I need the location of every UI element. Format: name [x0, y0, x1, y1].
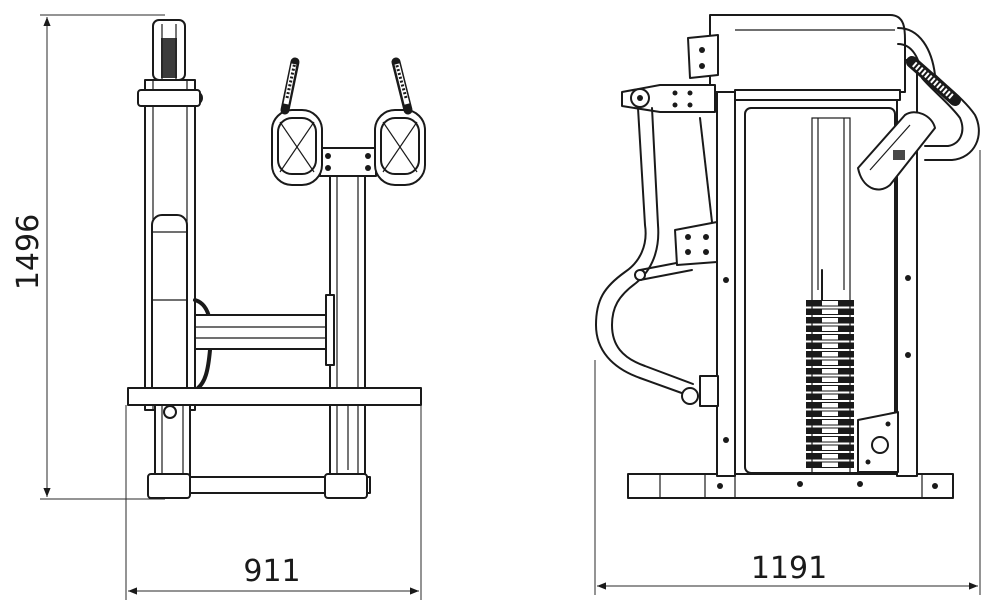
weight-plate-slot: [822, 301, 838, 306]
mid-bracket: [674, 221, 718, 266]
top-bracket: [687, 34, 719, 79]
handle-right: [391, 57, 413, 115]
top-shroud: [709, 14, 906, 93]
angled-pad: [857, 111, 936, 191]
weight-plate-slot: [822, 437, 838, 442]
pivot-assembly: [621, 84, 716, 113]
weight-plate-slot: [822, 420, 838, 425]
weight-plate-slot: [822, 394, 838, 399]
base-foot-left: [147, 473, 191, 499]
weight-plate-slot: [822, 411, 838, 416]
foot-platform: [127, 387, 422, 406]
weight-plate-slot: [822, 445, 838, 450]
front-width-dimension: 911: [125, 405, 422, 600]
handle-left: [280, 57, 300, 115]
front-view: [127, 19, 426, 499]
weight-plate-slot: [822, 326, 838, 331]
side-base: [627, 473, 954, 499]
weight-plate-slot: [822, 369, 838, 374]
cross-tube: [194, 314, 331, 350]
front-upright: [716, 27, 736, 477]
weight-plate-slot: [822, 462, 838, 467]
weight-plate-slot: [822, 360, 838, 365]
weight-plates: [806, 300, 854, 468]
rear-grip: [906, 56, 961, 106]
back-pad: [151, 214, 188, 406]
height-dimension: 1496: [11, 14, 165, 500]
shoulder-pad-right: [374, 109, 426, 186]
spring-coil: [161, 38, 177, 78]
weight-plate-slot: [822, 335, 838, 340]
weight-plate-slot: [822, 428, 838, 433]
height-dimension-label: 1496: [11, 214, 46, 290]
weight-plate-slot: [822, 454, 838, 459]
front-width-dimension-label: 911: [243, 554, 300, 589]
weight-plate-slot: [822, 343, 838, 348]
side-width-dimension: 1191: [594, 150, 981, 595]
weight-plate-slot: [822, 403, 838, 408]
weight-plate-slot: [822, 318, 838, 323]
weight-plate-slot: [822, 309, 838, 314]
arm-end-roller: [681, 387, 699, 405]
weight-plate-slot: [822, 386, 838, 391]
base-foot-right: [324, 473, 368, 499]
shoulder-pad-left: [271, 109, 323, 186]
pad-bracket: [319, 147, 377, 177]
side-view: [595, 14, 980, 499]
side-width-dimension-label: 1191: [751, 551, 827, 586]
lower-bracket: [699, 375, 719, 407]
weight-plate-slot: [822, 377, 838, 382]
weight-plate-slot: [822, 352, 838, 357]
